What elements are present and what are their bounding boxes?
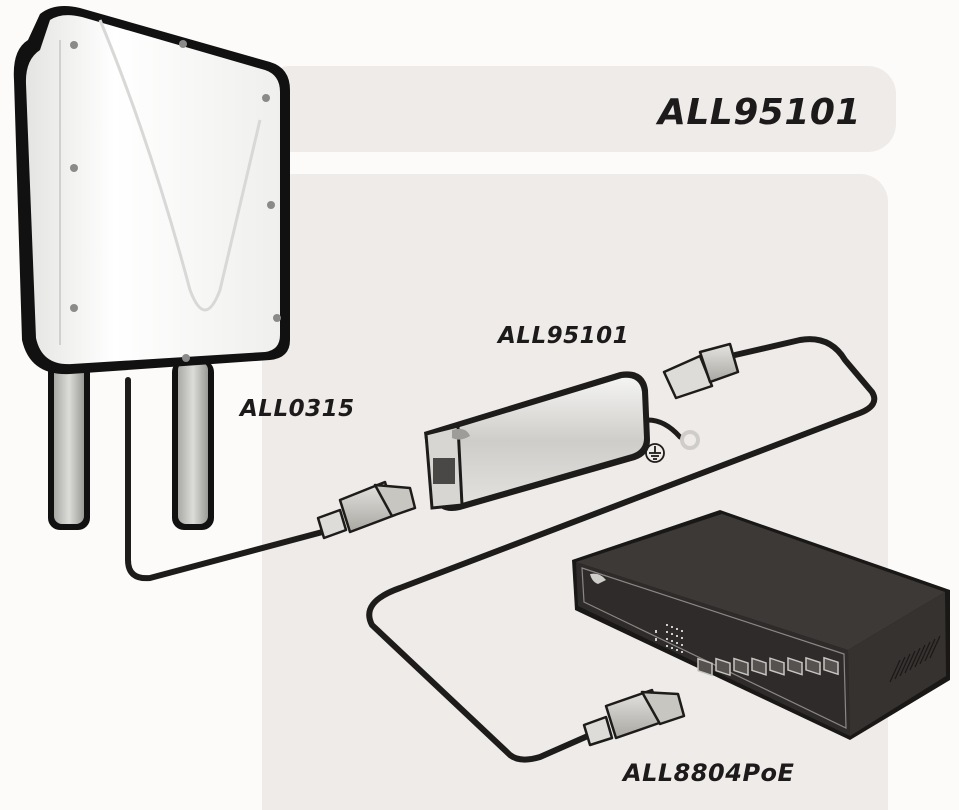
- rj45-plug-switch-side-upper: [662, 342, 740, 400]
- rj45-plug-switch-side-lower: [582, 688, 686, 747]
- access-point-device: [13, 6, 291, 530]
- rj45-port: [433, 458, 455, 484]
- status-leds: [655, 624, 683, 653]
- surge-protector-device: [424, 371, 650, 511]
- cable-ap-to-surge: [125, 377, 333, 582]
- rj45-plug-ap-side: [316, 480, 417, 540]
- access-point-label: ALL0315: [240, 396, 355, 422]
- diagram-title: ALL95101: [658, 92, 861, 133]
- surge-protector-label: ALL95101: [498, 323, 630, 349]
- cable-surge-to-switch: [366, 336, 878, 763]
- ground-ring-terminal: [680, 430, 700, 450]
- ground-wire: [645, 417, 683, 440]
- poe-switch-label: ALL8804PoE: [623, 759, 795, 787]
- switch-port-row: [697, 656, 839, 677]
- poe-switch-device: [572, 510, 950, 740]
- vent-grille: [889, 635, 941, 683]
- ground-symbol-icon: [645, 443, 665, 463]
- title-banner: [262, 66, 896, 152]
